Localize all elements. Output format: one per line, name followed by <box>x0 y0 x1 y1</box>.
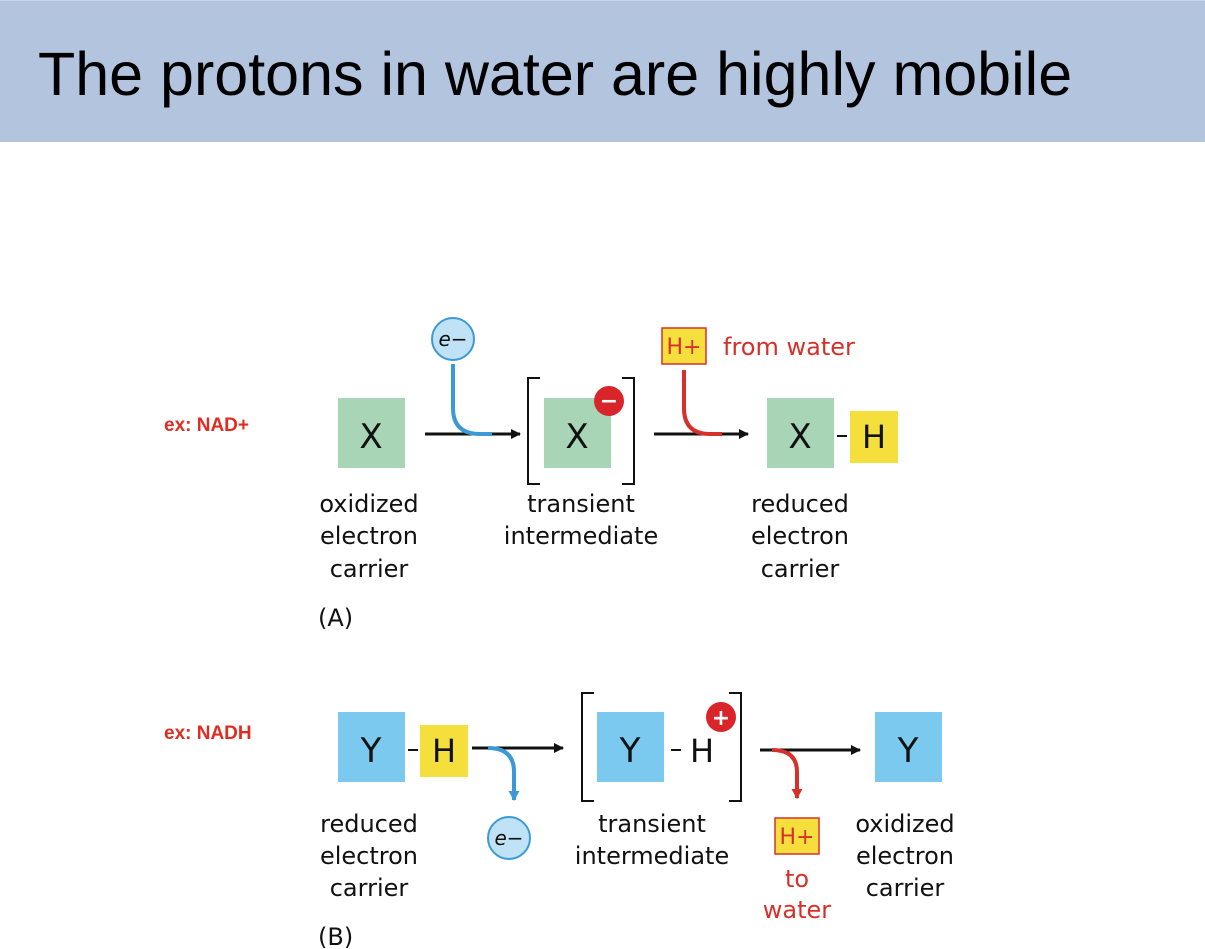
hydrogen-box <box>420 725 468 777</box>
caption-line: oxidized <box>319 490 418 518</box>
electron-label: e− <box>494 826 523 850</box>
bracket-left <box>581 692 594 802</box>
caption-line: electron <box>751 522 849 550</box>
caption-line: carrier <box>330 555 409 583</box>
proton-dest-label: to <box>785 865 809 893</box>
caption-line: intermediate <box>575 842 729 870</box>
slide-title: The protons in water are highly mobile <box>38 40 1073 108</box>
carrier-letter: Y <box>360 731 382 771</box>
caption-line: electron <box>320 522 418 550</box>
charge-badge-icon <box>706 702 736 732</box>
proton-in-arrow <box>682 370 722 436</box>
electron-label: e− <box>438 327 467 351</box>
carrier-letter: Y <box>897 731 919 771</box>
carrier-box-x-oxidized <box>338 398 405 468</box>
panel-label-b: (B) <box>318 923 353 949</box>
proton-label: H+ <box>780 825 815 850</box>
caption-line: intermediate <box>504 522 658 550</box>
caption-line: carrier <box>761 555 840 583</box>
carrier-box-y-transient <box>597 712 664 782</box>
proton-out-arrow <box>771 748 803 799</box>
panel-a: X e− X − H+ from water X <box>318 317 898 632</box>
electron-circle-icon <box>431 317 475 361</box>
hydrogen-box <box>850 411 898 463</box>
caption-line: transient <box>527 490 635 518</box>
caption-line: electron <box>856 842 954 870</box>
caption-line: carrier <box>866 874 945 902</box>
proton-box <box>774 817 820 855</box>
example-label-b: ex: NADH <box>164 723 252 744</box>
proton-dest-label: water <box>763 896 832 924</box>
charge-sign: − <box>600 389 618 414</box>
bracket-left <box>527 377 540 485</box>
electron-circle-icon <box>487 816 531 860</box>
proton-box <box>661 327 707 365</box>
carrier-box-x-reduced <box>767 398 834 468</box>
electron-out-arrow <box>487 746 520 801</box>
panel-label-a: (A) <box>318 604 353 632</box>
caption-line: reduced <box>751 490 849 518</box>
carrier-letter: Y <box>619 731 641 771</box>
caption-line: electron <box>320 842 418 870</box>
caption-line: reduced <box>320 810 418 838</box>
caption-line: transient <box>598 810 706 838</box>
carrier-box-y-oxidized <box>875 712 942 782</box>
hydrogen-letter: H <box>432 732 456 770</box>
caption-line: oxidized <box>855 810 954 838</box>
proton-source-label: from water <box>723 333 855 361</box>
title-bar: The protons in water are highly mobile <box>0 0 1205 142</box>
bracket-right <box>622 377 635 485</box>
carrier-letter: X <box>788 417 811 457</box>
electron-in-arrow <box>451 364 492 436</box>
panel-b: Y H e− Y H + H+ to wate <box>318 692 955 949</box>
carrier-letter: X <box>565 417 588 457</box>
hydrogen-letter: H <box>690 732 714 770</box>
example-label-a: ex: NAD+ <box>164 415 249 436</box>
hydrogen-letter: H <box>862 418 886 456</box>
charge-sign: + <box>712 706 730 731</box>
charge-badge-icon <box>594 386 624 416</box>
carrier-box-y-reduced <box>338 712 405 782</box>
proton-label: H+ <box>667 335 702 360</box>
carrier-letter: X <box>359 417 382 457</box>
bracket-right <box>729 692 742 802</box>
caption-line: carrier <box>330 874 409 902</box>
